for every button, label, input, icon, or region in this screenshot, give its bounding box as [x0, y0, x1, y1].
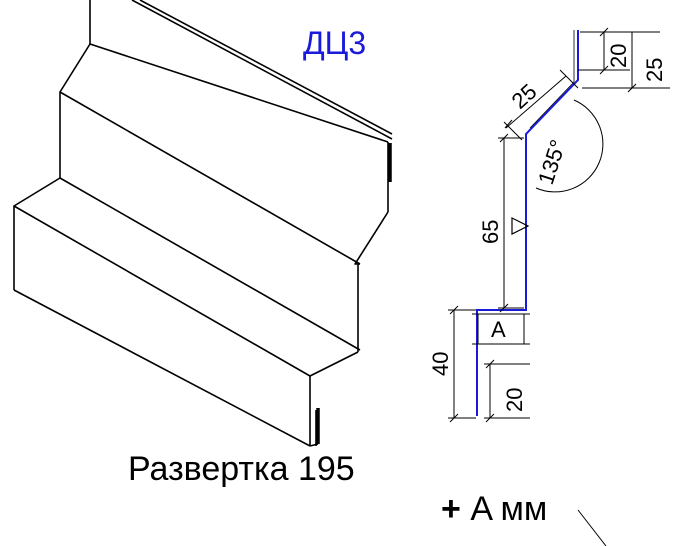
- unfold-extra-plus: +: [441, 490, 461, 528]
- dim-top-25: 25: [642, 58, 667, 82]
- iso-bottom-lip-2: [309, 443, 319, 447]
- iso-upper-slant: [59, 43, 361, 265]
- dim-height-65: 65: [478, 220, 503, 244]
- iso-vertical-mid: [59, 177, 361, 351]
- profile-line-inner: [529, 30, 575, 129]
- dim-angle: 135°: [533, 137, 571, 188]
- cross-section-profile: [476, 30, 579, 416]
- unfold-extra-label: + A мм: [441, 490, 547, 529]
- isometric-profile-view: [13, 0, 393, 447]
- dim-slant-25: 25: [507, 79, 542, 114]
- dimension-lines: [448, 27, 670, 546]
- iso-top-lip: [89, 0, 389, 143]
- iso-upper-fold-2: [354, 211, 389, 265]
- unfold-extra-value: A мм: [470, 490, 548, 528]
- dim-width-A: A: [491, 317, 506, 342]
- dim-bottom-20: 20: [502, 388, 527, 412]
- iso-top-edge: [131, 0, 393, 140]
- profile-line: [476, 30, 579, 416]
- profile-title: ДЦ3: [303, 25, 366, 61]
- dim-bottom-40: 40: [428, 352, 453, 376]
- dim-top-20: 20: [606, 44, 631, 68]
- iso-front-bottom: [13, 289, 311, 447]
- unfold-length-label: Развертка 195: [128, 450, 355, 488]
- iso-top-edge-inner: [139, 0, 393, 135]
- iso-lower-step: [13, 177, 359, 377]
